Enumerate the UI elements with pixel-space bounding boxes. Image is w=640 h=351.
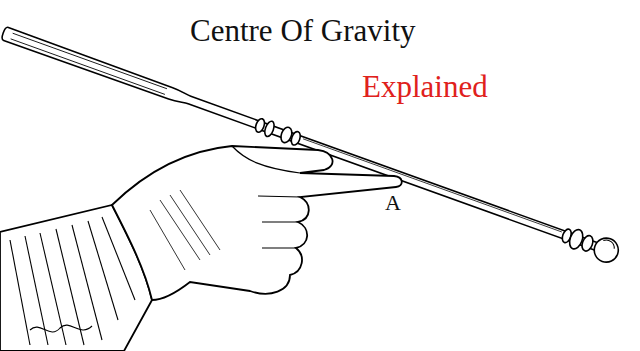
point-label: A xyxy=(384,191,402,215)
subtitle-text: Explained xyxy=(362,70,488,104)
hand xyxy=(112,146,402,300)
title-text: Centre Of Gravity xyxy=(190,14,416,48)
